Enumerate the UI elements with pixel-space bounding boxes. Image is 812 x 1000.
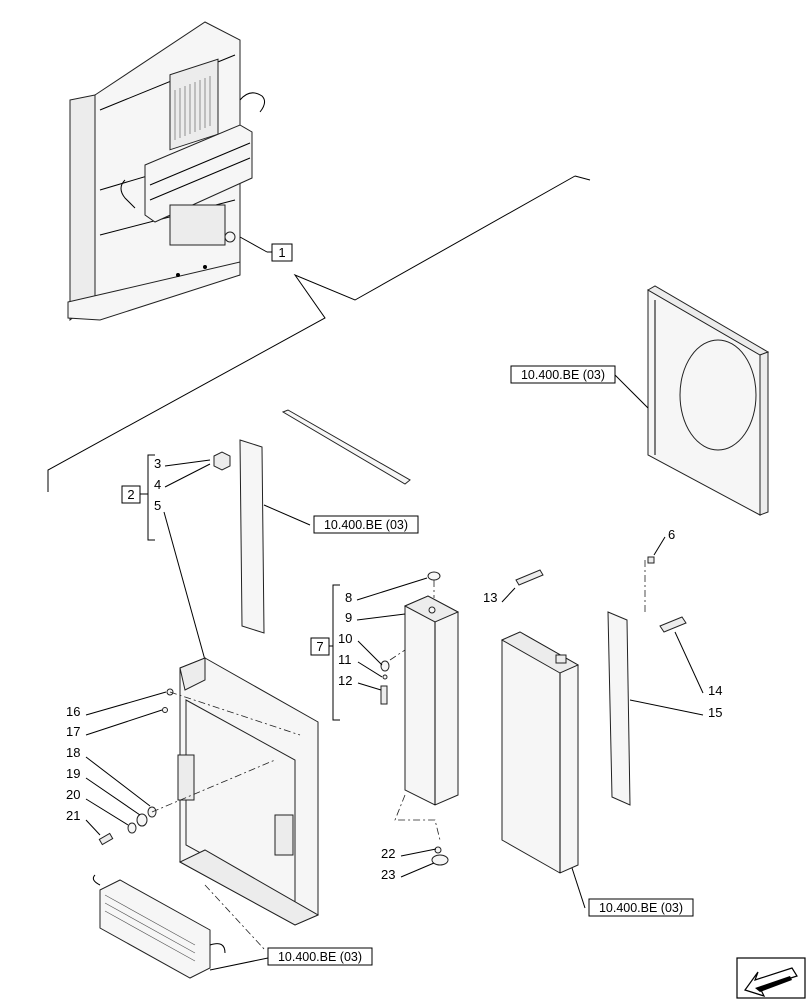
side-frame	[177, 657, 320, 926]
callout-1: 1	[239, 236, 293, 262]
svg-text:7: 7	[316, 639, 323, 654]
fasteners	[98, 688, 301, 846]
oil-cooler	[92, 874, 266, 979]
expansion-tank	[380, 571, 460, 866]
svg-text:1: 1	[278, 245, 285, 260]
callout-group-7: 7 8 9 10 11 12	[310, 577, 428, 721]
ref-label-cooler: 10.400.BE (03)	[209, 947, 373, 971]
callout-labels-left: 16 17 18 19 20 21	[66, 691, 167, 836]
svg-text:20: 20	[66, 787, 80, 802]
break-line	[47, 175, 591, 492]
svg-text:10: 10	[338, 631, 352, 646]
callout-labels-bottom: 22 23	[381, 846, 437, 882]
svg-text:9: 9	[345, 610, 352, 625]
callout-group-2: 2 3 4 5	[121, 454, 211, 661]
svg-text:10.400.BE (03): 10.400.BE (03)	[599, 901, 683, 915]
svg-text:5: 5	[154, 498, 161, 513]
svg-text:10.400.BE (03): 10.400.BE (03)	[324, 518, 408, 532]
svg-text:6: 6	[668, 527, 675, 542]
svg-text:23: 23	[381, 867, 395, 882]
ref-label-shroud: 10.400.BE (03)	[510, 365, 649, 409]
svg-text:18: 18	[66, 745, 80, 760]
ref-label-foam: 10.400.BE (03)	[263, 504, 419, 534]
seal-block-part-4	[213, 451, 231, 471]
svg-text:10.400.BE (03): 10.400.BE (03)	[278, 950, 362, 964]
svg-text:4: 4	[154, 477, 161, 492]
svg-text:14: 14	[708, 683, 722, 698]
callout-labels-right: 6 14 15	[629, 527, 722, 720]
svg-text:19: 19	[66, 766, 80, 781]
svg-text:11: 11	[338, 652, 352, 667]
svg-text:16: 16	[66, 704, 80, 719]
svg-text:21: 21	[66, 808, 80, 823]
seal-strip-part-15	[607, 556, 687, 806]
svg-text:2: 2	[127, 487, 134, 502]
svg-text:17: 17	[66, 724, 80, 739]
svg-text:15: 15	[708, 705, 722, 720]
svg-text:3: 3	[154, 456, 161, 471]
svg-text:22: 22	[381, 846, 395, 861]
back-arrow-icon[interactable]	[736, 957, 806, 999]
fan-shroud	[646, 285, 770, 516]
svg-text:8: 8	[345, 590, 352, 605]
svg-text:12: 12	[338, 673, 352, 688]
seal-strip-part-3	[281, 409, 411, 485]
radiator-panel	[500, 631, 580, 874]
foam-strip-part-5	[239, 439, 265, 634]
ref-label-radiator: 10.400.BE (03)	[571, 867, 694, 917]
svg-text:10.400.BE (03): 10.400.BE (03)	[521, 368, 605, 382]
pad-part-13	[515, 569, 544, 586]
cooling-package-assembly	[67, 21, 266, 322]
svg-text:13: 13	[483, 590, 497, 605]
callout-13: 13	[483, 587, 516, 605]
